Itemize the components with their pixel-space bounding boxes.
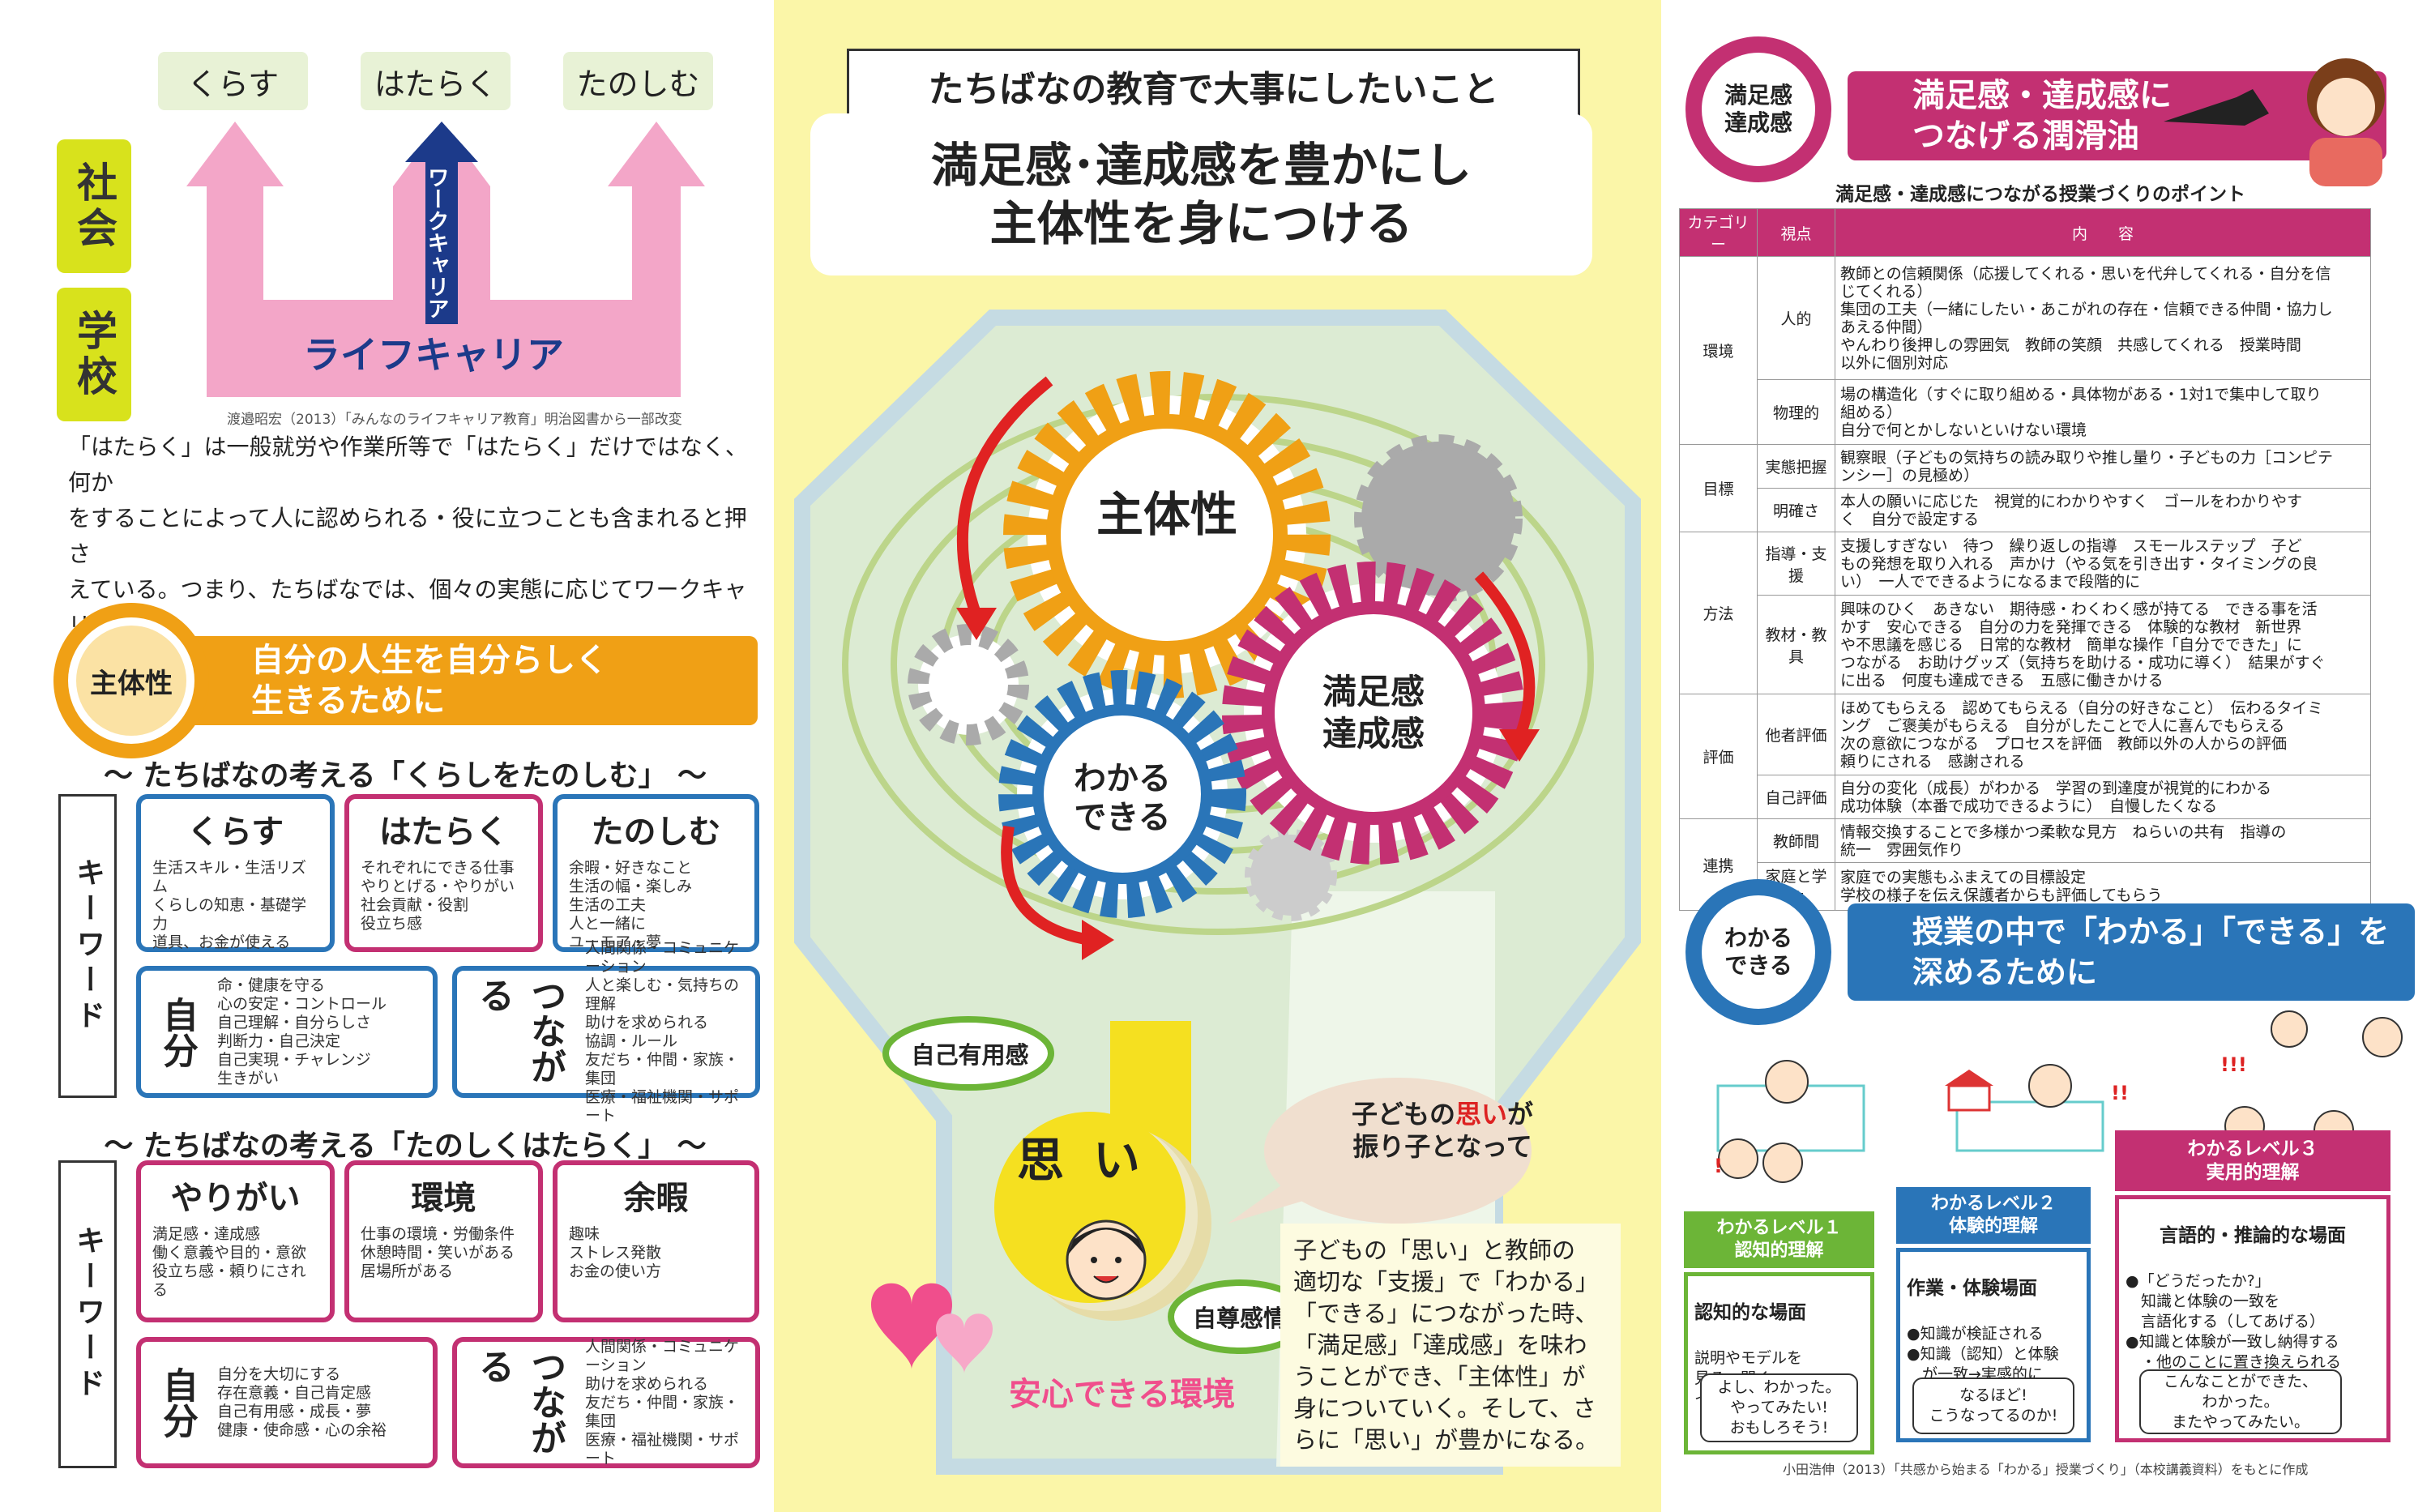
top-label-tanoshimu: たのしむ <box>563 52 713 110</box>
diagram-credit: 渡邉昭宏（2013）「みんなのライフキャリア教育」明治図書から一部改変 <box>227 412 682 428</box>
keyword-box-kankyo: 環境仕事の環境・労働条件 休憩時間・笑いがある 居場所がある <box>344 1160 543 1322</box>
exclamation-3: !!! <box>2220 1053 2247 1076</box>
work-career-label: ワークキャリア <box>423 166 449 319</box>
level-3-tag: わかるレベル３ 実用的理解 <box>2115 1130 2390 1191</box>
right-panel: 満足感・達成感に つなげる潤滑油 満足感 達成感 満足感・達成感につながる授業づ… <box>1661 0 2431 1512</box>
career-arrows-diagram <box>186 122 705 397</box>
table-row: 明確さ本人の願いに応じた 視覚的にわかりやすく ゴールをわかりやす く 自分で設… <box>1680 488 2371 532</box>
section-title-bar: 自分の人生を自分らしく 生きるために <box>138 636 758 725</box>
table-row: 目標実態把握観察眼（子どもの気持ちの読み取りや推し量り・子どもの力［コンピテ ン… <box>1679 444 2371 532</box>
level-2-speech: なるほど! こうなってるのか! <box>1912 1377 2074 1434</box>
heading-kurashi: ～ たちばなの考える「くらしをたのしむ」 ～ <box>104 759 707 792</box>
table-row: 評価他者評価ほめてもらえる 認めてもらえる（自分の好きなこと） 伝わるタイミ ン… <box>1679 694 2371 819</box>
level-1-speech: よし、わかった。 やってみたい! おもしろそう! <box>1700 1373 1858 1442</box>
exclamation-2: !! <box>2111 1082 2129 1104</box>
keyword-box-yoka: 余暇趣味 ストレス発散 お金の使い方 <box>553 1160 759 1322</box>
speech-bubble: 子どもの思いが 振り子となって <box>1351 1099 1534 1162</box>
level-1-tag: わかるレベル１ 認知的理解 <box>1684 1211 1874 1268</box>
center-panel: たちばなの教育で大事にしたいこと 満足感･達成感を豊かにし 主体性を身につける <box>774 0 1661 1512</box>
badge-understand-label: わかる できる <box>1724 925 1792 979</box>
keyword-box-tsunagaru: つながる人間関係・コミュニケーション 人と楽しむ・気持ちの理解 助けを求められる… <box>452 939 760 1125</box>
keyword-box-yarigai: やりがい満足感・達成感 働く意義や目的・意欲 役立ち感・頼りにされる <box>136 1160 335 1322</box>
keyword-box-tsunagaru-2: つながる人間関係・コミュニケーション 助けを求められる 友だち・仲間・家族・集団… <box>452 1337 760 1468</box>
keyword-label-1: キーワード <box>58 794 117 1098</box>
table-row: 連携教師間情報交換することで多様かつ柔軟な見方 ねらいの共有 指導の 統一 雰囲… <box>1679 818 2371 911</box>
top-label-kurasu: くらす <box>158 52 308 110</box>
points-table: カテゴリー 視点 内 容 環境人的教師との信頼関係（応援してくれる・思いを代弁し… <box>1679 208 2371 911</box>
center-explanation: 子どもの「思い」と教師の 適切な「支援」で「わかる」 「できる」につながった時、… <box>1280 1224 1621 1467</box>
heading-hataraku: ～ たちばなの考える「たのしくはたらく」 ～ <box>104 1130 707 1163</box>
teacher-avatar-icon <box>2307 58 2385 186</box>
center-title: たちばなの教育で大事にしたいこと <box>847 49 1580 123</box>
label-self-usefulness: 自己有用感 <box>911 1041 1029 1069</box>
life-career-label: ライフキャリア <box>303 333 564 377</box>
oil-can-icon <box>2164 89 2269 126</box>
table-row: 環境人的教師との信頼関係（応援してくれる・思いを代弁してくれる・自分を信 じてく… <box>1679 256 2371 445</box>
section-badge-label: 主体性 <box>90 667 173 700</box>
pendulum-label: 思い <box>1017 1133 1170 1188</box>
badge-satisfaction-label: 満足感 達成感 <box>1724 82 1792 136</box>
keyword-box-hataraku: はたらくそれぞれにできる仕事 やりとげる・やりがい 社会貢献・役割 役立ち感 <box>344 794 543 952</box>
level-2-tag: わかるレベル２ 体験的理解 <box>1896 1187 2091 1244</box>
side-label-society: 社会 <box>57 139 131 273</box>
table-caption: 満足感・達成感につながる授業づくりのポイント <box>1835 184 2245 205</box>
keyword-box-kurasu: くらす生活スキル・生活リズム くらしの知恵・基礎学力 道具、お金が使える <box>136 794 335 952</box>
side-label-school: 学校 <box>57 288 131 421</box>
sun-badge-icon <box>53 603 209 758</box>
label-self-esteem: 自尊感情 <box>1192 1305 1287 1332</box>
table-row: 物理的場の構造化（すぐに取り組める・具体物がある・1対1で集中して取り 組める）… <box>1680 379 2371 445</box>
table-row: 教材・教具興味のひく あきない 期待感・わくわく感が持てる できる事を活 かす … <box>1680 595 2371 694</box>
students-illustration <box>1716 1010 2403 1183</box>
section-title-lubricant: 満足感・達成感に つなげる潤滑油 <box>1848 71 2386 160</box>
keyword-box-jibun-2: 自分自分を大切にする 存在意義・自己肯定感 自己有用感・成長・夢 健康・使命感・… <box>136 1337 438 1468</box>
keyword-box-jibun: 自分命・健康を守る 心の安定・コントロール 自己理解・自分らしさ 判断力・自己決… <box>136 966 438 1098</box>
right-credit: 小田浩伸（2013）「共感から始まる「わかる」授業づくり」（本校講義資料）をもと… <box>1783 1462 2309 1477</box>
gear-label-subjectivity: 主体性 <box>1096 487 1237 542</box>
table-header-content: 内 容 <box>1835 208 2371 257</box>
gear-label-understand: わかる できる <box>1074 760 1171 836</box>
left-panel: くらす はたらく たのしむ 社会 学校 ワークキャリア ライフキャリア 渡邉昭宏… <box>0 0 774 1512</box>
gears-diagram <box>794 310 1641 1475</box>
sun-badge-satisfaction-icon <box>1685 36 1831 182</box>
exclamation-1: ! <box>1714 1155 1723 1177</box>
table-header-category: カテゴリー <box>1679 208 1758 257</box>
keyword-label-2: キーワード <box>58 1160 117 1468</box>
level-3-speech: こんなことができた、 わかった。 またやってみたい。 <box>2139 1369 2342 1434</box>
gear-label-satisfaction: 満足感 達成感 <box>1322 672 1425 754</box>
sun-badge-understand-icon <box>1685 879 1831 1025</box>
table-row: 自己評価自分の変化（成長）がわかる 学習の到達度が視覚的にわかる 成功体験（本番… <box>1680 775 2371 819</box>
keyword-box-tanoshimu: たのしむ余暇・好きなこと 生活の幅・楽しみ 生活の工夫 人と一緒に ユーモア・夢 <box>553 794 759 952</box>
center-subtitle: 満足感･達成感を豊かにし 主体性を身につける <box>810 113 1592 275</box>
top-label-hataraku: はたらく <box>361 52 511 110</box>
section-title-understand: 授業の中で「わかる」「できる」を 深めるために <box>1848 903 2415 1001</box>
table-row: 方法指導・支援支援しすぎない 待つ 繰り返しの指導 スモールステップ 子ど もの… <box>1679 532 2371 694</box>
table-header-view: 視点 <box>1757 208 1835 257</box>
safe-environment-label: 安心できる環境 <box>1009 1376 1236 1413</box>
